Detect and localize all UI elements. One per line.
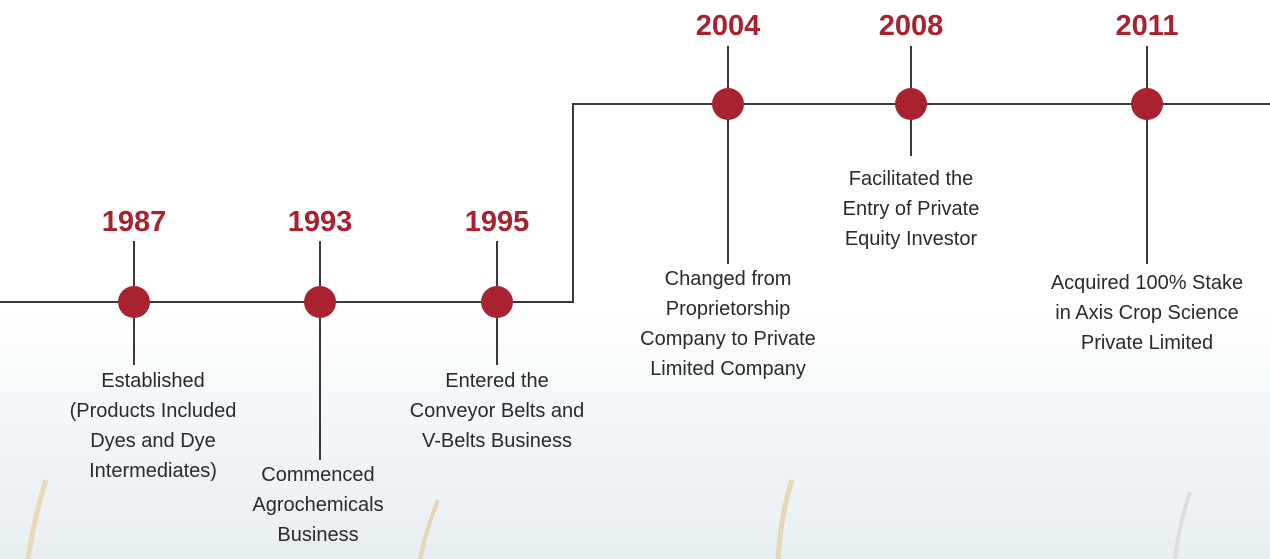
background-stalk [1173,491,1192,559]
milestone-dot [481,286,513,318]
year-label: 1995 [464,206,530,238]
year-label: 1993 [287,206,353,238]
year-label: 1987 [101,206,167,238]
milestone-dot [1131,88,1163,120]
milestone-dot [118,286,150,318]
milestone-dot [712,88,744,120]
milestone-description: Facilitated the Entry of Private Equity … [842,168,980,250]
year-label: 2004 [695,10,761,42]
milestone-description: Entered the Conveyor Belts and V-Belts B… [409,370,585,452]
year-label: 2008 [878,10,944,42]
milestone-dot [304,286,336,318]
milestone-description: Changed from Proprietorship Company to P… [640,268,816,380]
background-stalk [418,499,440,559]
milestone-description: Established (Products Included Dyes and … [69,370,237,482]
year-label: 2011 [1115,10,1179,42]
milestone-description: Commenced Agrochemicals Business [252,464,384,546]
milestone-dot [895,88,927,120]
background-stalk [25,479,49,559]
milestone-description: Acquired 100% Stake in Axis Crop Science… [1050,272,1244,354]
background-stalk [775,479,795,559]
